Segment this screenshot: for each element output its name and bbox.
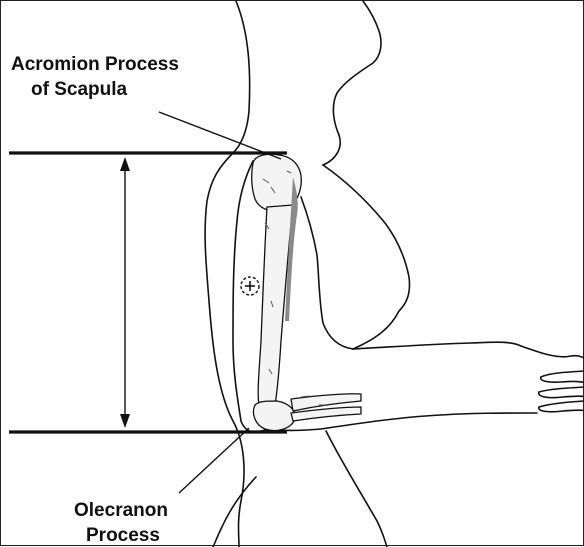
elbow-joint xyxy=(253,401,295,431)
hand-fingers xyxy=(539,371,584,412)
arrow-down-icon xyxy=(120,414,130,428)
arm-bones xyxy=(252,154,361,430)
olecranon-label-line2: Process xyxy=(86,525,160,546)
acromion-label-line2: of Scapula xyxy=(31,79,128,100)
chest-outline xyxy=(323,165,410,349)
acromion-label-line1: Acromion Process xyxy=(11,54,179,75)
measurement-arrow xyxy=(120,157,130,428)
olecranon-label-line1: Olecranon xyxy=(74,500,168,521)
midpoint-marker-icon xyxy=(241,277,259,295)
front-lower-line xyxy=(213,477,256,547)
hip-outline xyxy=(326,431,387,547)
body-outline xyxy=(205,1,584,547)
upper-arm-front xyxy=(301,197,353,349)
olecranon-leader-line xyxy=(179,428,249,493)
forearm-top xyxy=(353,342,584,359)
arrow-up-icon xyxy=(120,157,130,171)
back-outline xyxy=(205,1,250,547)
head-outline xyxy=(323,1,381,165)
